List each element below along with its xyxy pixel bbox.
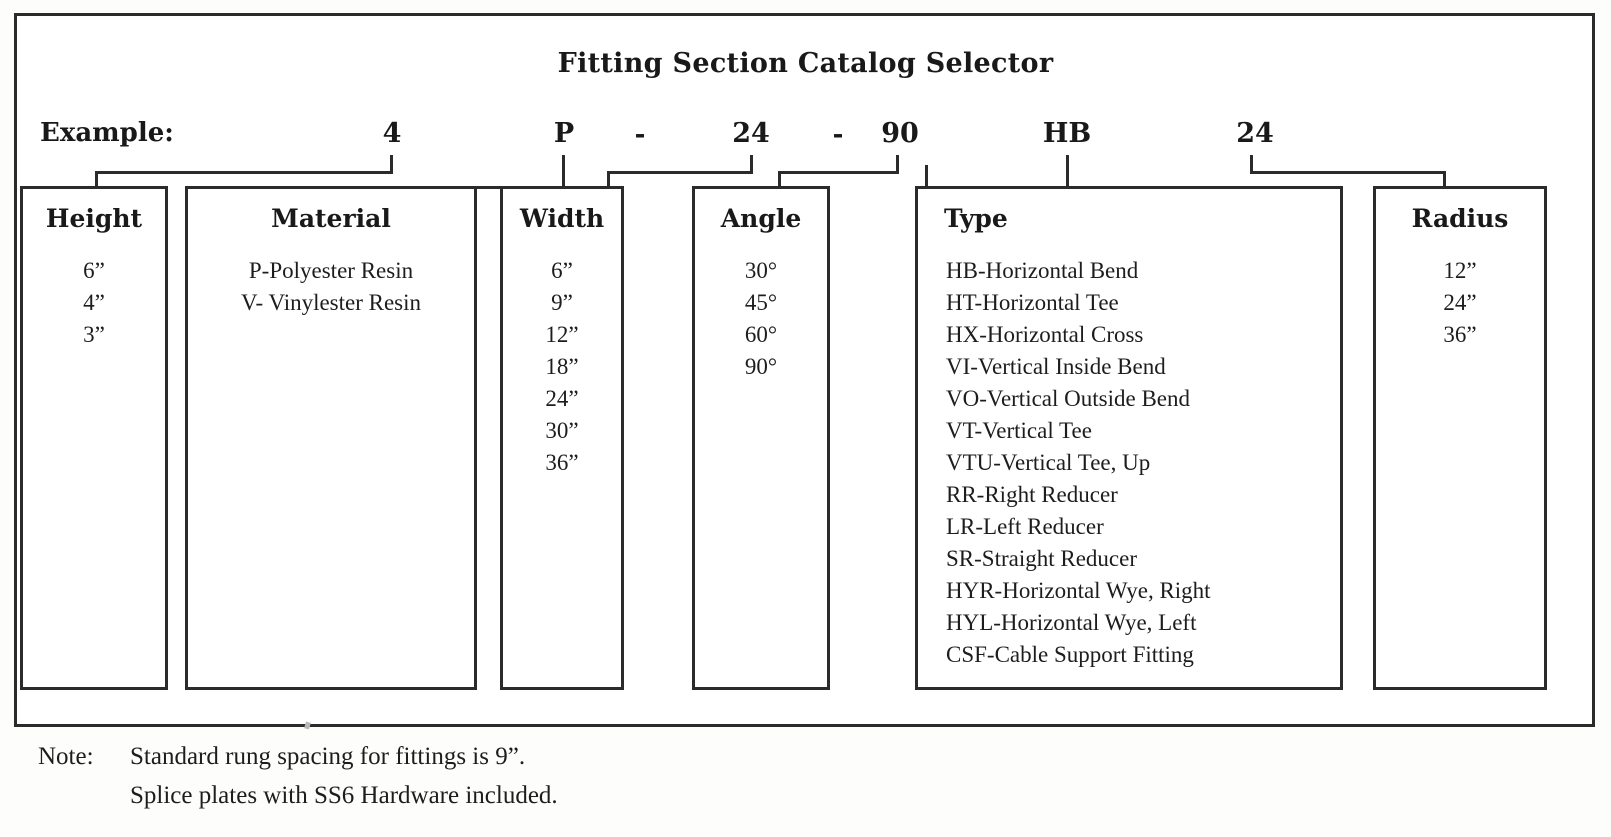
example-value-width: 24 (732, 118, 770, 149)
example-value-material: P (553, 118, 575, 149)
list-item: HB-Horizontal Bend (946, 257, 1139, 283)
leader-radius-horizontal (1250, 171, 1446, 174)
list-item: 36” (1443, 321, 1477, 347)
list-item: 24” (545, 385, 579, 411)
leader-type-drop (1066, 155, 1069, 189)
list-item: 30” (545, 417, 579, 443)
list-item: RR-Right Reducer (946, 481, 1118, 507)
column-list-height: 6” 4” 3” (23, 255, 165, 351)
column-header-material: Material (271, 204, 391, 233)
list-item: 12” (1443, 257, 1477, 283)
leader-width-horizontal (607, 171, 753, 174)
leader-angle-drop (778, 171, 781, 189)
scan-artifact-speck (304, 721, 311, 730)
leader-height-drop (95, 171, 98, 189)
list-item: 60° (744, 321, 778, 347)
list-item: VI-Vertical Inside Bend (946, 353, 1166, 379)
example-value-angle: 90 (881, 118, 919, 149)
example-value-type: HB (1042, 118, 1092, 149)
note-block: Note: Standard rung spacing for fittings … (38, 737, 558, 815)
leader-angle-horizontal (778, 171, 899, 174)
column-header-width: Width (519, 204, 605, 233)
list-item: 6” (551, 257, 573, 283)
leader-angle-stub (896, 155, 899, 174)
column-box-height: Height 6” 4” 3” (20, 186, 168, 690)
column-header-radius: Radius (1411, 204, 1509, 233)
example-separator-2: - (832, 120, 844, 150)
column-list-width: 6” 9” 12” 18” 24” 30” 36” (503, 255, 621, 479)
column-list-radius: 12” 24” 36” (1376, 255, 1544, 351)
list-item: VO-Vertical Outside Bend (946, 385, 1190, 411)
column-box-radius: Radius 12” 24” 36” (1373, 186, 1547, 690)
list-item: VTU-Vertical Tee, Up (946, 449, 1151, 475)
list-item: VT-Vertical Tee (946, 417, 1092, 443)
note-text-1: Standard rung spacing for fittings is 9”… (130, 743, 526, 770)
list-item: HX-Horizontal Cross (946, 321, 1144, 347)
list-item: HYL-Horizontal Wye, Left (946, 609, 1197, 635)
column-header-height: Height (45, 204, 143, 233)
note-line-2: Splice plates with SS6 Hardware included… (38, 776, 558, 815)
example-value-radius: 24 (1236, 118, 1274, 149)
example-label: Example: (40, 118, 174, 148)
list-item: P-Polyester Resin (248, 257, 414, 283)
list-item: HT-Horizontal Tee (946, 289, 1119, 315)
leader-type-stub (925, 165, 928, 189)
list-item: HYR-Horizontal Wye, Right (946, 577, 1211, 603)
list-item: 9” (551, 289, 573, 315)
column-list-angle: 30° 45° 60° 90° (695, 255, 827, 383)
list-item: SR-Straight Reducer (946, 545, 1137, 571)
list-item: 24” (1443, 289, 1477, 315)
list-item: 4” (83, 289, 105, 315)
example-separator-1: - (634, 120, 646, 150)
list-item: 12” (545, 321, 579, 347)
column-header-type: Type (944, 204, 1008, 233)
leader-width-stub (750, 155, 753, 174)
list-item: 18” (545, 353, 579, 379)
list-item: 45° (744, 289, 778, 315)
note-label: Note: (38, 743, 94, 770)
leader-width-drop (607, 171, 610, 189)
column-list-material: P-Polyester Resin V- Vinylester Resin (188, 255, 474, 319)
list-item: 90° (744, 353, 778, 379)
list-item: 36” (545, 449, 579, 475)
list-item: 6” (83, 257, 105, 283)
list-item: CSF-Cable Support Fitting (946, 641, 1194, 667)
leader-radius-stub (1250, 155, 1253, 174)
note-line-1: Note: Standard rung spacing for fittings … (38, 737, 558, 776)
column-list-type: HB-Horizontal Bend HT-Horizontal Tee HX-… (918, 255, 1340, 671)
page-title: Fitting Section Catalog Selector (557, 48, 1054, 79)
leader-height-horizontal (95, 171, 393, 174)
column-header-angle: Angle (720, 204, 802, 233)
list-item: LR-Left Reducer (946, 513, 1104, 539)
column-box-width: Width 6” 9” 12” 18” 24” 30” 36” (500, 186, 624, 690)
list-item: 30° (744, 257, 778, 283)
list-item: V- Vinylester Resin (240, 289, 422, 315)
column-box-material: Material P-Polyester Resin V- Vinylester… (185, 186, 477, 690)
column-box-type: Type HB-Horizontal Bend HT-Horizontal Te… (915, 186, 1343, 690)
leader-radius-drop (1443, 171, 1446, 189)
note-text-2: Splice plates with SS6 Hardware included… (130, 782, 558, 809)
example-value-height: 4 (382, 118, 402, 149)
list-item: 3” (83, 321, 105, 347)
leader-material-stub (562, 155, 565, 189)
leader-height-stub (390, 155, 393, 174)
column-box-angle: Angle 30° 45° 60° 90° (692, 186, 830, 690)
